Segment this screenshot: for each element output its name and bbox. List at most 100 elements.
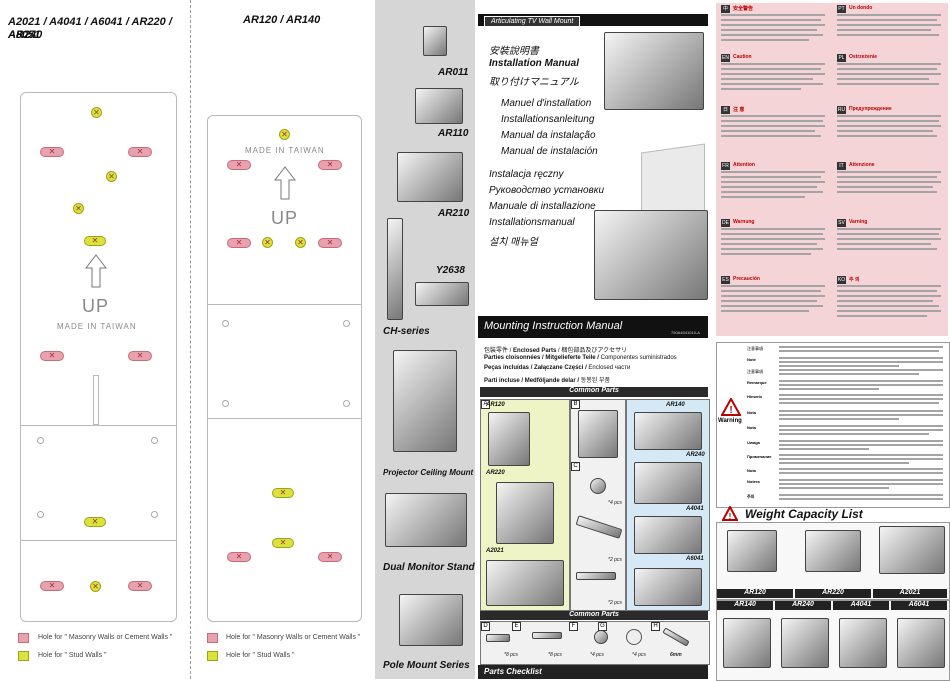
- enclosed-row: Parties cloisonnées / Mitgelieferte Teil…: [484, 355, 677, 361]
- part-letter: D: [481, 622, 490, 631]
- lang-zh: 安裝說明書: [489, 46, 539, 57]
- up-label: UP: [82, 296, 110, 316]
- screw-mark: [222, 400, 229, 407]
- masonry-hole: ✕: [227, 238, 251, 248]
- stud-hole: ✕: [272, 538, 294, 548]
- part-cap: [590, 478, 606, 494]
- product-y2638-arm: [415, 282, 469, 306]
- product-y2638-pole: [387, 218, 403, 320]
- screw-mark: [222, 320, 229, 327]
- masonry-legend-swatch: [207, 633, 218, 643]
- safety-page: [716, 3, 948, 336]
- masonry-hole: ✕: [318, 238, 342, 248]
- masonry-hole: ✕: [128, 351, 152, 361]
- stud-hole: ✕: [295, 237, 306, 248]
- product-ar110: [415, 88, 463, 124]
- lang-fr: Manuel d'installation: [501, 98, 592, 109]
- template-b-divider: [207, 304, 362, 305]
- section-icon: EN: [721, 54, 730, 62]
- stud-hole: ✕: [106, 171, 117, 182]
- pcs-label: *8 pcs: [548, 652, 562, 658]
- template-a-divider-2: [20, 540, 177, 541]
- info-panel: 中 安全警告 EN Caution 日 注 意 FR Attention DE …: [713, 0, 950, 681]
- note-tag: Note: [747, 357, 756, 362]
- section-title: Attention: [733, 162, 755, 168]
- stud-legend-swatch: [207, 651, 218, 661]
- common-parts-header: Common Parts: [480, 387, 708, 397]
- masonry-hole: ✕: [40, 351, 64, 361]
- svg-text:!: !: [729, 512, 732, 521]
- part-a2021: [486, 560, 564, 606]
- weight-warning-icon: !: [722, 506, 738, 521]
- mounting-band: [478, 316, 708, 338]
- stud-legend-swatch: [18, 651, 29, 661]
- weight-model: A4041: [833, 601, 889, 610]
- part-letter: H: [651, 622, 660, 631]
- product-ar210: [397, 152, 463, 202]
- weight-img-a2021: [879, 526, 945, 574]
- weight-model: A2021: [873, 589, 947, 598]
- enclosed-row: 包裝零件 / Enclosed Parts / 梱包部品及びアクセサリ: [484, 348, 628, 354]
- part-bolt: [576, 572, 616, 580]
- weight-img-ar120: [727, 530, 777, 572]
- part-ar120: [488, 412, 530, 466]
- band-title: Mounting Instruction Manual: [484, 320, 623, 332]
- masonry-hole: ✕: [40, 147, 64, 157]
- stud-hole: ✕: [84, 517, 106, 527]
- model-label: AR120: [486, 402, 505, 408]
- pcs-label: *2 pcs: [608, 557, 622, 563]
- lang-es: Manual de instalación: [501, 146, 598, 157]
- section-icon: PT: [837, 5, 846, 13]
- enclosed-row: Peças incluídas / Załączane Części / Enc…: [484, 365, 631, 371]
- lang-pt: Manual da instalação: [501, 130, 596, 141]
- pcs-label: *4 pcs: [608, 500, 622, 506]
- screw-mark: [151, 437, 158, 444]
- template-a-divider: [20, 425, 177, 426]
- model-label: A4041: [686, 506, 704, 512]
- template-b-divider-2: [207, 418, 362, 419]
- warning-label: Warning: [718, 418, 742, 424]
- template-b-title: AR120 / AR140: [243, 14, 321, 26]
- lang-sv: Installationsmanual: [489, 217, 575, 228]
- stud-hole: ✕: [91, 107, 102, 118]
- stud-hole: ✕: [90, 581, 101, 592]
- up-label: UP: [271, 208, 299, 228]
- lang-it: Manuale di installazione: [489, 201, 596, 212]
- part-letter: B: [571, 400, 580, 409]
- common-parts-header-2: Common Parts: [480, 611, 708, 620]
- section-icon: DE: [721, 219, 730, 227]
- series-panel: AR011 AR110 AR210 Y2638 CH-series Projec…: [375, 0, 475, 679]
- pcs-label: *4 pcs: [590, 652, 604, 658]
- weight-img-a4041: [839, 618, 887, 668]
- section-title: Warnung: [733, 219, 755, 225]
- part-washer: [626, 629, 642, 645]
- enclosed-row: Parti incluse / Medföljande delar / 동봉된 …: [484, 378, 611, 384]
- product-ar011: [423, 26, 447, 56]
- cover-mount-bottom: [594, 210, 708, 300]
- part-a6041: [634, 568, 702, 606]
- model-label: AR140: [666, 402, 685, 408]
- cover-header: Articulating TV Wall Mount: [484, 16, 581, 27]
- svg-text:!: !: [729, 405, 732, 416]
- section-title: Ostrzeżenie: [849, 54, 878, 60]
- model-label: AR240: [686, 452, 705, 458]
- section-icon: FR: [721, 162, 730, 170]
- cover-mount-top: [604, 32, 704, 110]
- weight-model: A6041: [891, 601, 947, 610]
- part-anchor: [486, 634, 510, 642]
- part-ar240: [634, 462, 702, 504]
- pcs-label: *2 pcs: [608, 600, 622, 606]
- weight-model: AR120: [717, 589, 793, 598]
- section-title: Attenzione: [849, 162, 875, 168]
- masonry-legend-text: Hole for " Masonry Walls or Cement Walls…: [226, 634, 361, 641]
- series-label: CH-series: [383, 326, 430, 337]
- section-icon: RU: [837, 106, 846, 114]
- note-tag: Nota: [747, 468, 756, 473]
- checklist-bar: [478, 665, 708, 679]
- made-in-label: MADE IN TAIWAN: [57, 322, 137, 331]
- part-a4041: [634, 516, 702, 554]
- part-plate: [578, 410, 618, 458]
- model-label: A2021: [486, 548, 504, 554]
- cut-line: [190, 0, 191, 679]
- checklist-label: Parts Checklist: [484, 667, 542, 676]
